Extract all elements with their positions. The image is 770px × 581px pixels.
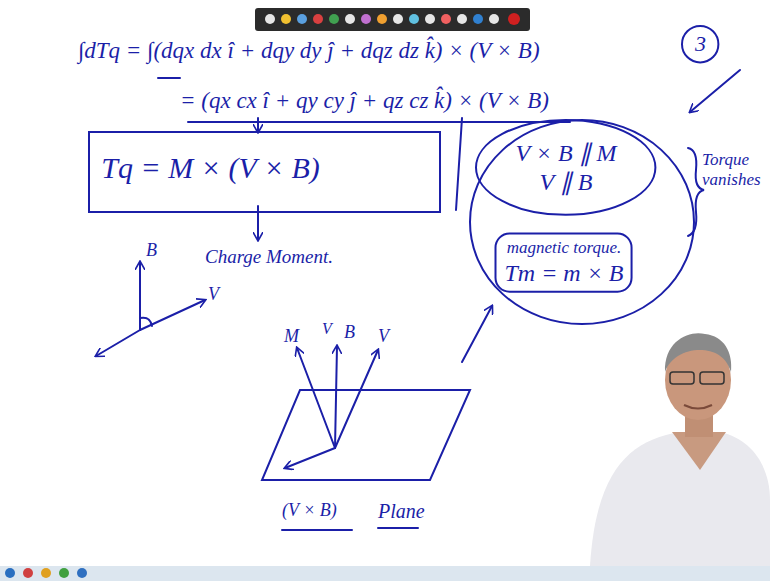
annotation: Torque vanishes bbox=[702, 150, 764, 189]
annotation: Plane bbox=[378, 500, 425, 523]
equation-box: Tq = M × (V × B) bbox=[95, 146, 326, 190]
presenter bbox=[590, 333, 770, 566]
node-outline bbox=[474, 118, 658, 217]
node-text: V ∥ B bbox=[540, 168, 593, 197]
node-text: 3 bbox=[695, 31, 706, 57]
annotation: M bbox=[284, 326, 299, 347]
ink-strokes bbox=[89, 70, 740, 530]
node-text: Tq = M × (V × B) bbox=[101, 150, 320, 186]
node-text: Tm = m × B bbox=[504, 259, 623, 288]
annotation: B bbox=[146, 240, 157, 261]
annotation: V bbox=[322, 320, 332, 338]
equation-line: = (qx cx î + qy cy ĵ + qz cz k̂) × (V × … bbox=[180, 88, 549, 114]
node-text: magnetic torque. bbox=[507, 238, 622, 258]
equation-box: magnetic torque.Tm = m × B bbox=[494, 232, 634, 294]
node-text: V × B ∥ M bbox=[515, 139, 616, 168]
annotation: (V × B) bbox=[282, 500, 337, 521]
page-number-circle: 3 bbox=[680, 24, 721, 65]
annotation: Charge Moment. bbox=[205, 246, 333, 268]
annotation: B bbox=[344, 322, 355, 343]
equation-line: ∫dTq = ∫(dqx dx î + dqy dy ĵ + dqz dz k̂… bbox=[78, 38, 540, 64]
annotation: V bbox=[208, 284, 219, 305]
toolbar bbox=[255, 8, 530, 31]
condition-ellipse: V × B ∥ MV ∥ B bbox=[474, 118, 658, 217]
annotation: V bbox=[378, 326, 389, 347]
taskbar bbox=[0, 566, 770, 581]
